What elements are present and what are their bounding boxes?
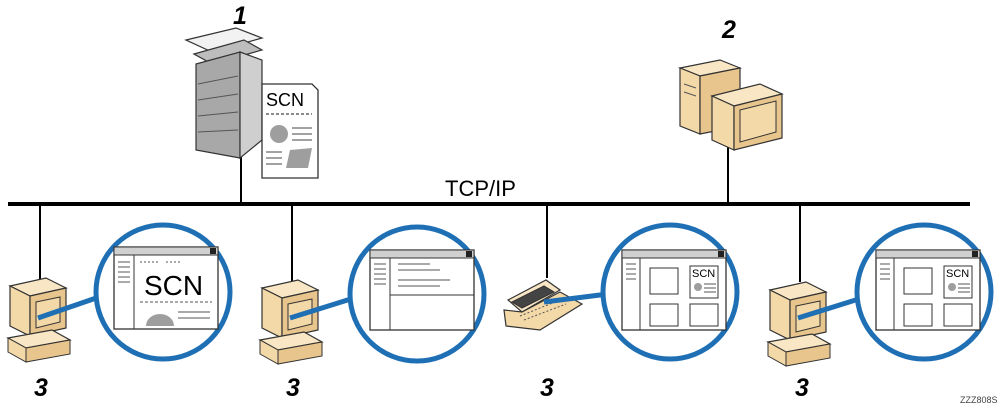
browser-scn-label: SCN — [144, 270, 203, 301]
laptop-computer-icon — [503, 279, 584, 331]
scanner-number: 1 — [233, 2, 247, 30]
desktop-computer-icon — [258, 279, 324, 365]
client-4: SCN — [766, 222, 994, 367]
network-label: TCP/IP — [445, 176, 516, 201]
server-number: 2 — [721, 16, 736, 44]
thumb-scn-label: SCN — [946, 268, 969, 280]
client-3: SCN — [503, 222, 740, 362]
client-2 — [258, 224, 487, 365]
scanner-doc-label: SCN — [266, 90, 304, 110]
client-1: SCN — [6, 222, 233, 363]
client-number: 3 — [795, 374, 809, 402]
scanned-document-icon: SCN — [261, 83, 319, 179]
browser-window-icon: SCN — [875, 249, 981, 331]
desktop-computer-icon — [766, 281, 832, 367]
thumb-scn-label: SCN — [692, 268, 715, 280]
server-computer: 2 — [677, 16, 784, 151]
zoom-pointer — [543, 291, 609, 305]
scanner-device: 1 SCN — [184, 2, 319, 179]
browser-window-icon: SCN — [113, 246, 219, 330]
zoom-pointer — [797, 295, 863, 321]
zoom-pointer — [289, 295, 355, 321]
zoom-pointer — [37, 293, 103, 321]
client-number: 3 — [34, 374, 48, 402]
figure-code: ZZZ808S — [960, 395, 998, 405]
browser-window-icon — [369, 249, 475, 331]
client-number: 3 — [286, 374, 300, 402]
client-number: 3 — [540, 374, 554, 402]
browser-window-icon: SCN — [621, 249, 727, 331]
